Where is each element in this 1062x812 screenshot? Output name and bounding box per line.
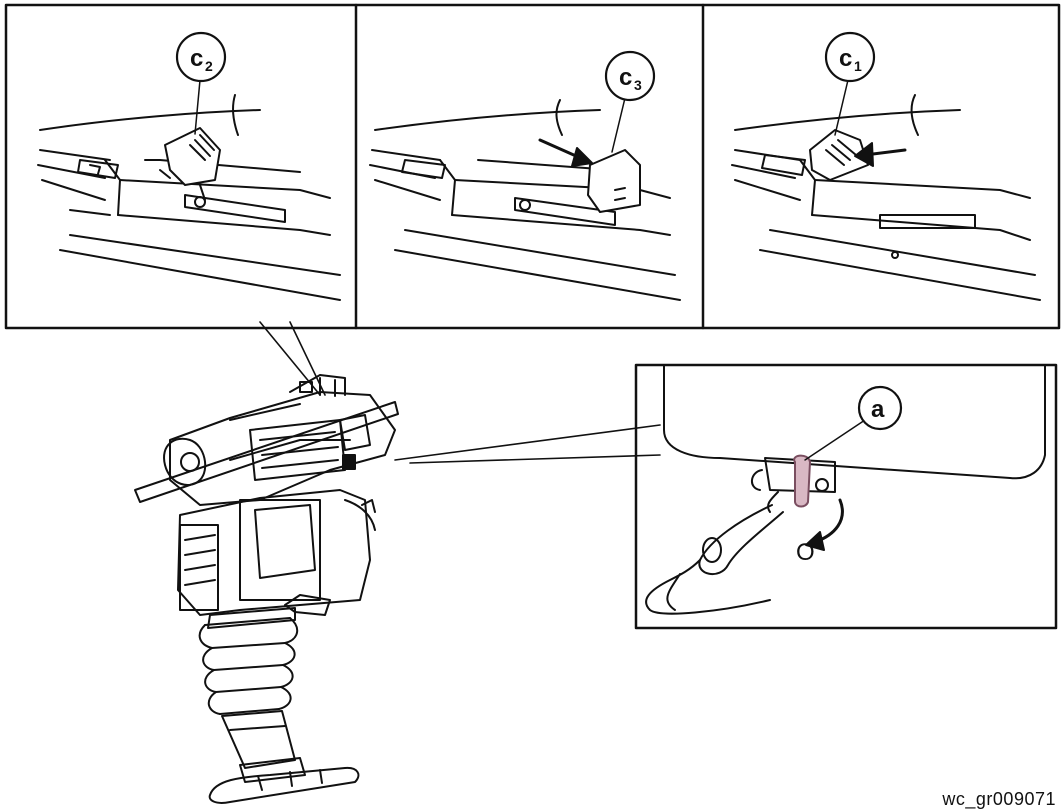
fuel-valve-panel [634, 363, 1058, 630]
callout-c1-letter: c [839, 45, 852, 72]
panel-choke-c3 [369, 97, 681, 301]
callout-a-letter: a [871, 396, 885, 423]
callout-a: a [857, 385, 903, 431]
callout-c2-letter: c [190, 45, 203, 72]
top-panels [4, 3, 1061, 330]
callout-c2-subscript: 2 [205, 58, 213, 74]
callout-c3-subscript: 3 [634, 77, 642, 93]
callout-c3: c 3 [604, 50, 656, 102]
panel-choke-c1 [731, 79, 1041, 301]
callout-c1-subscript: 1 [854, 58, 862, 74]
panel-choke-c2 [37, 79, 341, 301]
callout-c2: c 2 [175, 31, 227, 83]
rammer-machine [134, 374, 399, 804]
valve-open-label: O [796, 539, 815, 566]
figure-code: wc_gr009071 [942, 789, 1056, 809]
callout-c1: c 1 [824, 31, 876, 83]
callout-c3-letter: c [619, 64, 632, 91]
